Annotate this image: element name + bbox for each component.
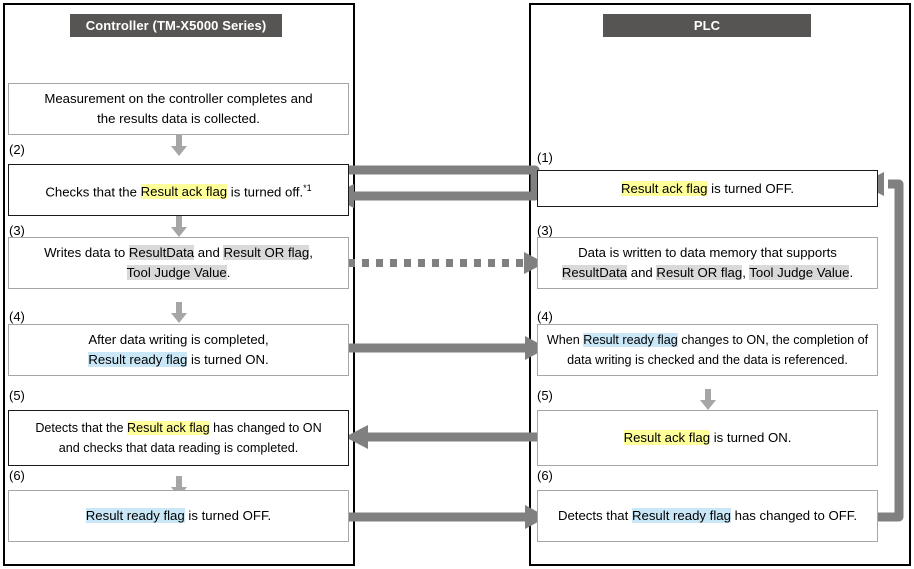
step-box-controller-4: After data writing is completed, Result r… bbox=[8, 324, 349, 376]
step-box-plc-3: When Result ready flag changes to ON, th… bbox=[537, 324, 878, 376]
step-text-line: Detects that Result ready flag has chang… bbox=[558, 506, 857, 526]
connector-plc5-to-ctrl5 bbox=[345, 425, 566, 449]
highlighted-term: Result OR flag bbox=[223, 245, 310, 260]
highlighted-term: Result ready flag bbox=[583, 333, 678, 347]
step-text-line: Result ack flag is turned ON. bbox=[623, 428, 792, 448]
highlighted-term: Result ack flag bbox=[140, 184, 228, 200]
text-run: Measurement on the controller completes … bbox=[44, 91, 313, 106]
down-arrow-icon bbox=[170, 135, 187, 156]
text-run: has changed to ON bbox=[209, 421, 322, 435]
step-box-plc-1: Result ack flag is turned OFF. bbox=[537, 170, 878, 207]
highlighted-term: Result ack flag bbox=[621, 180, 708, 196]
text-run: and checks that data reading is complete… bbox=[58, 441, 299, 455]
text-run: has changed to OFF. bbox=[730, 508, 858, 523]
step-number-controller-3: (3) bbox=[9, 223, 25, 238]
highlighted-term: Tool Judge Value bbox=[749, 265, 850, 280]
step-box-plc-2: Data is written to data memory that supp… bbox=[537, 237, 878, 289]
step-text-line: Detects that the Result ack flag has cha… bbox=[35, 418, 322, 438]
step-text-line: When Result ready flag changes to ON, th… bbox=[547, 330, 868, 350]
highlighted-term: ResultData bbox=[561, 265, 628, 280]
step-text-line: ResultData and Result OR flag, Tool Judg… bbox=[561, 263, 854, 283]
highlighted-term: Result ack flag bbox=[623, 430, 711, 445]
text-run: Data is written to data memory that supp… bbox=[578, 245, 837, 260]
highlighted-term: Result ready flag bbox=[85, 508, 185, 523]
text-run: , bbox=[742, 265, 750, 280]
step-text-line: Result ack flag is turned OFF. bbox=[621, 179, 794, 199]
text-run: . bbox=[849, 265, 854, 280]
text-run: and bbox=[627, 265, 657, 280]
step-number-controller-5: (5) bbox=[9, 388, 25, 403]
text-run: is turned ON. bbox=[710, 430, 792, 445]
step-text-line: Measurement on the controller completes … bbox=[44, 89, 312, 109]
step-text-line: Result ready flag is turned OFF. bbox=[85, 506, 272, 526]
highlighted-term: Tool Judge Value bbox=[126, 265, 227, 280]
step-text-line: the results data is collected. bbox=[97, 109, 260, 129]
step-text-line: Writes data to ResultData and Result OR … bbox=[44, 243, 313, 263]
connector-plc1-to-ctrl2 bbox=[330, 165, 540, 208]
text-run: When bbox=[546, 333, 584, 347]
text-run: changes to ON, the completion of bbox=[677, 333, 869, 347]
text-run: Checks that the bbox=[45, 184, 141, 200]
step-box-controller-1: Measurement on the controller completes … bbox=[8, 83, 349, 135]
column-title-plc: PLC bbox=[603, 14, 811, 37]
step-number-controller-2: (2) bbox=[9, 142, 25, 157]
text-run: Writes data to bbox=[44, 245, 129, 260]
step-text-line: Tool Judge Value. bbox=[126, 263, 231, 283]
step-text-line: data writing is checked and the data is … bbox=[567, 350, 848, 370]
text-run: Detects that bbox=[557, 508, 632, 523]
step-number-plc-1: (1) bbox=[537, 150, 553, 165]
highlighted-term: ResultData bbox=[128, 245, 195, 260]
column-title-controller: Controller (TM-X5000 Series) bbox=[70, 14, 282, 37]
step-number-plc-3: (3) bbox=[537, 223, 553, 238]
text-run: . bbox=[226, 265, 231, 280]
step-box-plc-4: Result ack flag is turned ON. bbox=[537, 410, 878, 466]
text-run: the results data is collected. bbox=[97, 111, 260, 126]
step-box-plc-5: Detects that Result ready flag has chang… bbox=[537, 490, 878, 542]
down-arrow-icon bbox=[170, 216, 187, 237]
step-number-plc-6: (6) bbox=[537, 468, 553, 483]
highlighted-term: Result ready flag bbox=[88, 352, 188, 367]
step-number-plc-4: (4) bbox=[537, 309, 553, 324]
step-box-controller-6: Result ready flag is turned OFF. bbox=[8, 490, 349, 542]
step-text-line: After data writing is completed, bbox=[88, 330, 268, 350]
text-run: is turned OFF. bbox=[707, 180, 794, 196]
text-run: After data writing is completed, bbox=[88, 332, 269, 347]
down-arrow-icon bbox=[170, 302, 187, 323]
connector-ctrl4-to-plc4 bbox=[347, 336, 547, 360]
text-run: and bbox=[194, 245, 224, 260]
text-run: , bbox=[309, 245, 313, 260]
connector-ctrl6-to-plc6 bbox=[338, 505, 547, 529]
highlighted-term: Result ack flag bbox=[127, 421, 210, 435]
down-arrow-icon bbox=[699, 389, 716, 410]
step-text-line: Result ready flag is turned ON. bbox=[88, 350, 269, 370]
text-run: is turned OFF. bbox=[184, 508, 272, 523]
step-box-controller-5: Detects that the Result ack flag has cha… bbox=[8, 410, 349, 466]
text-run: Detects that the bbox=[35, 421, 128, 435]
step-box-controller-3: Writes data to ResultData and Result OR … bbox=[8, 237, 349, 289]
highlighted-term: Result OR flag bbox=[656, 265, 743, 280]
step-text-line: Checks that the Result ack flag is turne… bbox=[45, 178, 312, 202]
text-run: data writing is checked and the data is … bbox=[567, 353, 848, 367]
step-text-line: and checks that data reading is complete… bbox=[59, 438, 298, 458]
step-box-controller-2: Checks that the Result ack flag is turne… bbox=[8, 164, 349, 216]
text-run: is turned off. bbox=[227, 184, 304, 200]
step-number-plc-5: (5) bbox=[537, 388, 553, 403]
step-text-line: Data is written to data memory that supp… bbox=[578, 243, 837, 263]
highlighted-term: Result ready flag bbox=[631, 508, 731, 523]
footnote-marker: *1 bbox=[303, 182, 312, 193]
step-number-controller-6: (6) bbox=[9, 468, 25, 483]
text-run: is turned ON. bbox=[187, 352, 269, 367]
connector-ctrl3-to-plc3 bbox=[348, 252, 545, 274]
step-number-controller-4: (4) bbox=[9, 309, 25, 324]
